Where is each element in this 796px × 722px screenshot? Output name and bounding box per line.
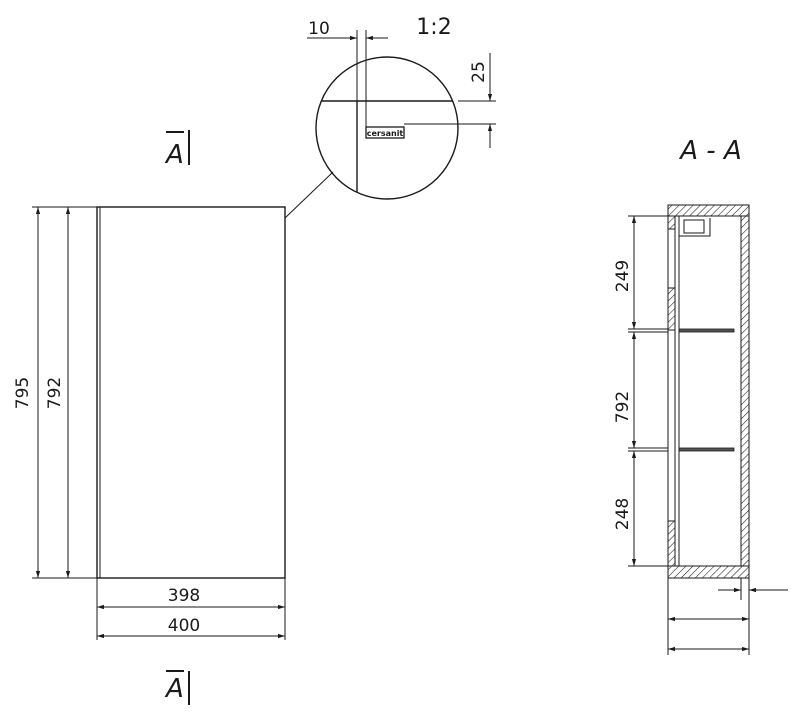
front-view: 795 792 398 400 A A	[13, 130, 286, 705]
section-letter-top: A	[164, 140, 184, 170]
shelf-lower	[678, 447, 735, 452]
dim-label-400: 400	[168, 616, 200, 636]
dim-offset-25: 25	[458, 53, 496, 148]
section-top-panel	[667, 204, 750, 217]
hinge-fitting	[678, 216, 711, 237]
section-back-panel	[740, 215, 750, 567]
logo-text: cersanit	[367, 129, 404, 138]
section-door-low	[667, 520, 676, 567]
section-view: A - A 249 792	[613, 136, 788, 655]
shelf-upper	[678, 328, 735, 333]
dim-height-inner: 792	[45, 207, 71, 578]
dim-label-795: 795	[13, 377, 33, 409]
dim-label-248: 248	[613, 498, 633, 530]
section-mark-top: A	[164, 130, 190, 170]
dim-section-vertical: 249 792 248	[613, 215, 668, 567]
dim-label-25: 25	[469, 61, 489, 83]
detail-leader	[284, 171, 334, 219]
dim-label-398: 398	[168, 586, 200, 606]
section-mark-bottom: A	[164, 670, 190, 705]
section-door-mid	[667, 287, 676, 331]
dim-height-outer: 795	[13, 206, 97, 579]
dim-width-outer: 400	[97, 616, 285, 639]
dim-label-249: 249	[613, 260, 633, 292]
section-door-top	[667, 215, 676, 230]
section-title: A - A	[678, 136, 741, 166]
detail-circle	[315, 56, 459, 200]
detail-scale-label: 1:2	[416, 15, 451, 40]
dim-width-inner: 398	[96, 578, 286, 640]
dim-label-792-section: 792	[613, 391, 633, 423]
dim-section-horizontal	[667, 578, 788, 655]
cabinet-front-outline	[96, 206, 286, 579]
detail-view: cersanit 10 1:2 25	[284, 15, 496, 219]
section-bottom-panel	[667, 565, 750, 579]
dim-label-10: 10	[308, 19, 330, 39]
dim-label-792: 792	[45, 377, 65, 409]
dim-gap-10: 10	[307, 19, 388, 128]
section-letter-bottom: A	[164, 674, 184, 704]
logo-badge	[365, 126, 405, 139]
